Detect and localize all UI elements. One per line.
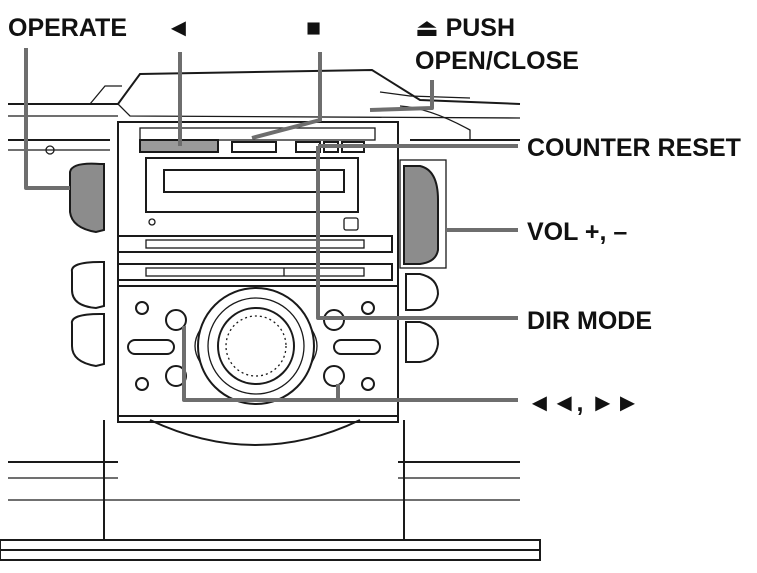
label-vol: VOL +, – <box>527 218 627 246</box>
volume-knob[interactable] <box>403 165 439 265</box>
leader-rew-ff <box>182 326 518 402</box>
label-operate: OPERATE <box>8 14 127 42</box>
rewind-button[interactable] <box>165 309 187 331</box>
label-stop: ■ <box>306 14 321 42</box>
label-counter-reset: COUNTER RESET <box>527 134 741 162</box>
label-push: ⏏ PUSH <box>415 14 515 42</box>
label-play-reverse: ◄ <box>166 14 191 42</box>
leader-operate <box>24 48 70 190</box>
stop-button[interactable] <box>231 141 277 153</box>
label-dir-mode: DIR MODE <box>527 307 652 335</box>
leader-dir-mode <box>316 146 518 320</box>
label-open-close: OPEN/CLOSE <box>415 47 579 75</box>
leader-lines <box>24 48 518 402</box>
device-body <box>0 68 541 561</box>
leader-stop <box>251 52 322 140</box>
leader-open-close <box>369 80 434 112</box>
fast-forward-button[interactable] <box>323 365 345 387</box>
label-rew-ff: ◄◄, ►► <box>527 389 640 417</box>
